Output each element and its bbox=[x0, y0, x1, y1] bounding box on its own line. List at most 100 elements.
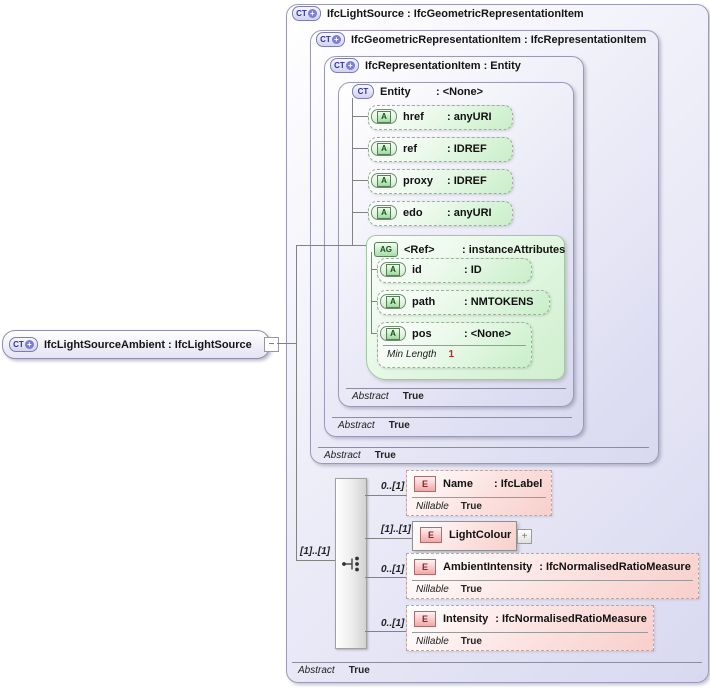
header-ifcrepresentationitem: CT+ IfcRepresentationItem : Entity bbox=[330, 58, 521, 73]
attribute-row-ref[interactable]: A ref : IDREF bbox=[368, 137, 513, 162]
facet-value: True bbox=[460, 636, 482, 647]
connector-line bbox=[365, 538, 412, 539]
connector-line bbox=[296, 245, 366, 246]
connector-line bbox=[365, 631, 406, 632]
attribute-content: A pos : <None> bbox=[378, 323, 531, 344]
complex-type-icon: CT+ bbox=[9, 337, 38, 352]
element-lightcolour[interactable]: E LightColour bbox=[412, 521, 517, 551]
attribute-type: : <None> bbox=[464, 327, 512, 340]
attribute-group-header: AG <Ref> : instanceAttributes bbox=[367, 236, 566, 257]
facet-nillable: Nillable True bbox=[407, 633, 653, 647]
type-box-ifclightsourceambient[interactable]: CT+ IfcLightSourceAmbient : IfcLightSour… bbox=[2, 330, 270, 359]
attribute-content: A edo : anyURI bbox=[369, 202, 512, 223]
abstract-divider bbox=[346, 388, 566, 389]
abstract-label: Abstract bbox=[324, 450, 361, 461]
attribute-icon: A bbox=[380, 326, 406, 341]
connector-line bbox=[365, 577, 406, 578]
facet-divider bbox=[412, 632, 648, 633]
element-header: E Intensity : IfcNormalisedRatioMeasure bbox=[407, 606, 653, 631]
element-icon: E bbox=[414, 558, 436, 575]
complex-type-icon: CT+ bbox=[292, 6, 321, 21]
attribute-row-path[interactable]: A path : NMTOKENS bbox=[377, 290, 550, 315]
connector-rail bbox=[371, 252, 372, 334]
abstract-divider bbox=[332, 417, 572, 418]
attribute-icon: A bbox=[380, 262, 406, 277]
attribute-type: : anyURI bbox=[447, 206, 492, 219]
abstract-value: True bbox=[348, 665, 370, 676]
plus-badge-icon: + bbox=[345, 61, 355, 70]
type-base: : <None> bbox=[436, 85, 484, 98]
element-cardinality: 0..[1] bbox=[381, 564, 405, 575]
type-title: IfcRepresentationItem : Entity bbox=[365, 59, 521, 72]
type-title: IfcLightSource : IfcGeometricRepresentat… bbox=[327, 7, 584, 20]
connector-line bbox=[371, 333, 377, 334]
attribute-type: : ID bbox=[464, 263, 482, 276]
abstract-value: True bbox=[374, 450, 396, 461]
attribute-row-href[interactable]: A href : anyURI bbox=[368, 105, 513, 130]
attribute-row-id[interactable]: A id : ID bbox=[377, 258, 532, 283]
attribute-row-edo[interactable]: A edo : anyURI bbox=[368, 201, 513, 226]
attribute-content: A id : ID bbox=[378, 259, 531, 280]
attribute-name: pos bbox=[412, 327, 432, 340]
element-header: E LightColour bbox=[413, 522, 516, 548]
attribute-icon: A bbox=[371, 141, 397, 156]
attribute-name: href bbox=[403, 110, 424, 123]
element-name[interactable]: E Name : IfcLabel Nillable True bbox=[406, 470, 552, 516]
element-icon: E bbox=[414, 475, 436, 492]
attribute-row-pos[interactable]: A pos : <None> Min Length 1 bbox=[377, 322, 532, 368]
connector-line bbox=[371, 269, 377, 270]
element-intensity[interactable]: E Intensity : IfcNormalisedRatioMeasure … bbox=[406, 605, 654, 651]
complex-type-icon: CT+ bbox=[330, 58, 359, 73]
attribute-type: : IDREF bbox=[447, 174, 487, 187]
connector-rail bbox=[352, 98, 353, 245]
element-type-label: : IfcNormalisedRatioMeasure bbox=[539, 560, 691, 573]
attribute-row-proxy[interactable]: A proxy : IDREF bbox=[368, 169, 513, 194]
abstract-label: Abstract bbox=[298, 665, 335, 676]
connector-line bbox=[352, 212, 368, 213]
attribute-icon: A bbox=[380, 294, 406, 309]
element-name-label: LightColour bbox=[449, 529, 512, 541]
connector-line bbox=[296, 560, 335, 561]
element-type-label: : IfcNormalisedRatioMeasure bbox=[495, 612, 647, 625]
attribute-name: edo bbox=[403, 206, 423, 219]
attribute-type: : anyURI bbox=[447, 110, 492, 123]
element-ambientintensity[interactable]: E AmbientIntensity : IfcNormalisedRatioM… bbox=[406, 553, 699, 599]
complex-type-icon: CT bbox=[352, 84, 374, 99]
abstract-row-geometricrepresentationitem: Abstract True bbox=[324, 450, 396, 461]
plus-badge-icon: + bbox=[331, 35, 341, 44]
attribute-group-type: : instanceAttributes bbox=[462, 243, 566, 256]
connector-line bbox=[352, 116, 368, 117]
expand-button[interactable]: + bbox=[517, 529, 532, 544]
sequence-cardinality: [1]..[1] bbox=[300, 546, 330, 557]
plus-badge-icon: + bbox=[307, 9, 317, 18]
element-icon: E bbox=[414, 610, 436, 627]
header-ifclightsource: CT+ IfcLightSource : IfcGeometricReprese… bbox=[292, 6, 584, 21]
facet-nillable: Nillable True bbox=[407, 581, 698, 595]
type-title: IfcGeometricRepresentationItem : IfcRepr… bbox=[351, 33, 647, 46]
facet-divider bbox=[383, 345, 526, 346]
sequence-compositor[interactable] bbox=[335, 478, 367, 649]
attribute-group-icon: AG bbox=[374, 242, 398, 257]
collapse-button[interactable]: − bbox=[264, 337, 279, 352]
attribute-content: A proxy : IDREF bbox=[369, 170, 512, 191]
facet-divider bbox=[412, 497, 546, 498]
abstract-value: True bbox=[388, 420, 410, 431]
sequence-icon bbox=[342, 556, 359, 572]
element-type-label: : IfcLabel bbox=[494, 477, 543, 490]
header-ifcgeometricrepresentationitem: CT+ IfcGeometricRepresentationItem : Ifc… bbox=[316, 32, 646, 47]
element-header: E Name : IfcLabel bbox=[407, 471, 551, 496]
connector-line bbox=[371, 301, 377, 302]
element-name-label: AmbientIntensity bbox=[443, 560, 533, 573]
connector-rail bbox=[296, 245, 297, 561]
abstract-row-lightsource: Abstract True bbox=[298, 665, 370, 676]
header-entity: CT Entity : <None> bbox=[352, 84, 483, 99]
attribute-group-name: <Ref> bbox=[404, 243, 435, 256]
facet-value: True bbox=[460, 501, 482, 512]
type-title: Entity bbox=[380, 85, 411, 98]
element-header: E AmbientIntensity : IfcNormalisedRatioM… bbox=[407, 554, 698, 579]
connector-line bbox=[277, 343, 296, 344]
attribute-icon: A bbox=[371, 205, 397, 220]
element-cardinality: [1]..[1] bbox=[381, 524, 411, 535]
facet-label: Nillable bbox=[416, 501, 449, 512]
